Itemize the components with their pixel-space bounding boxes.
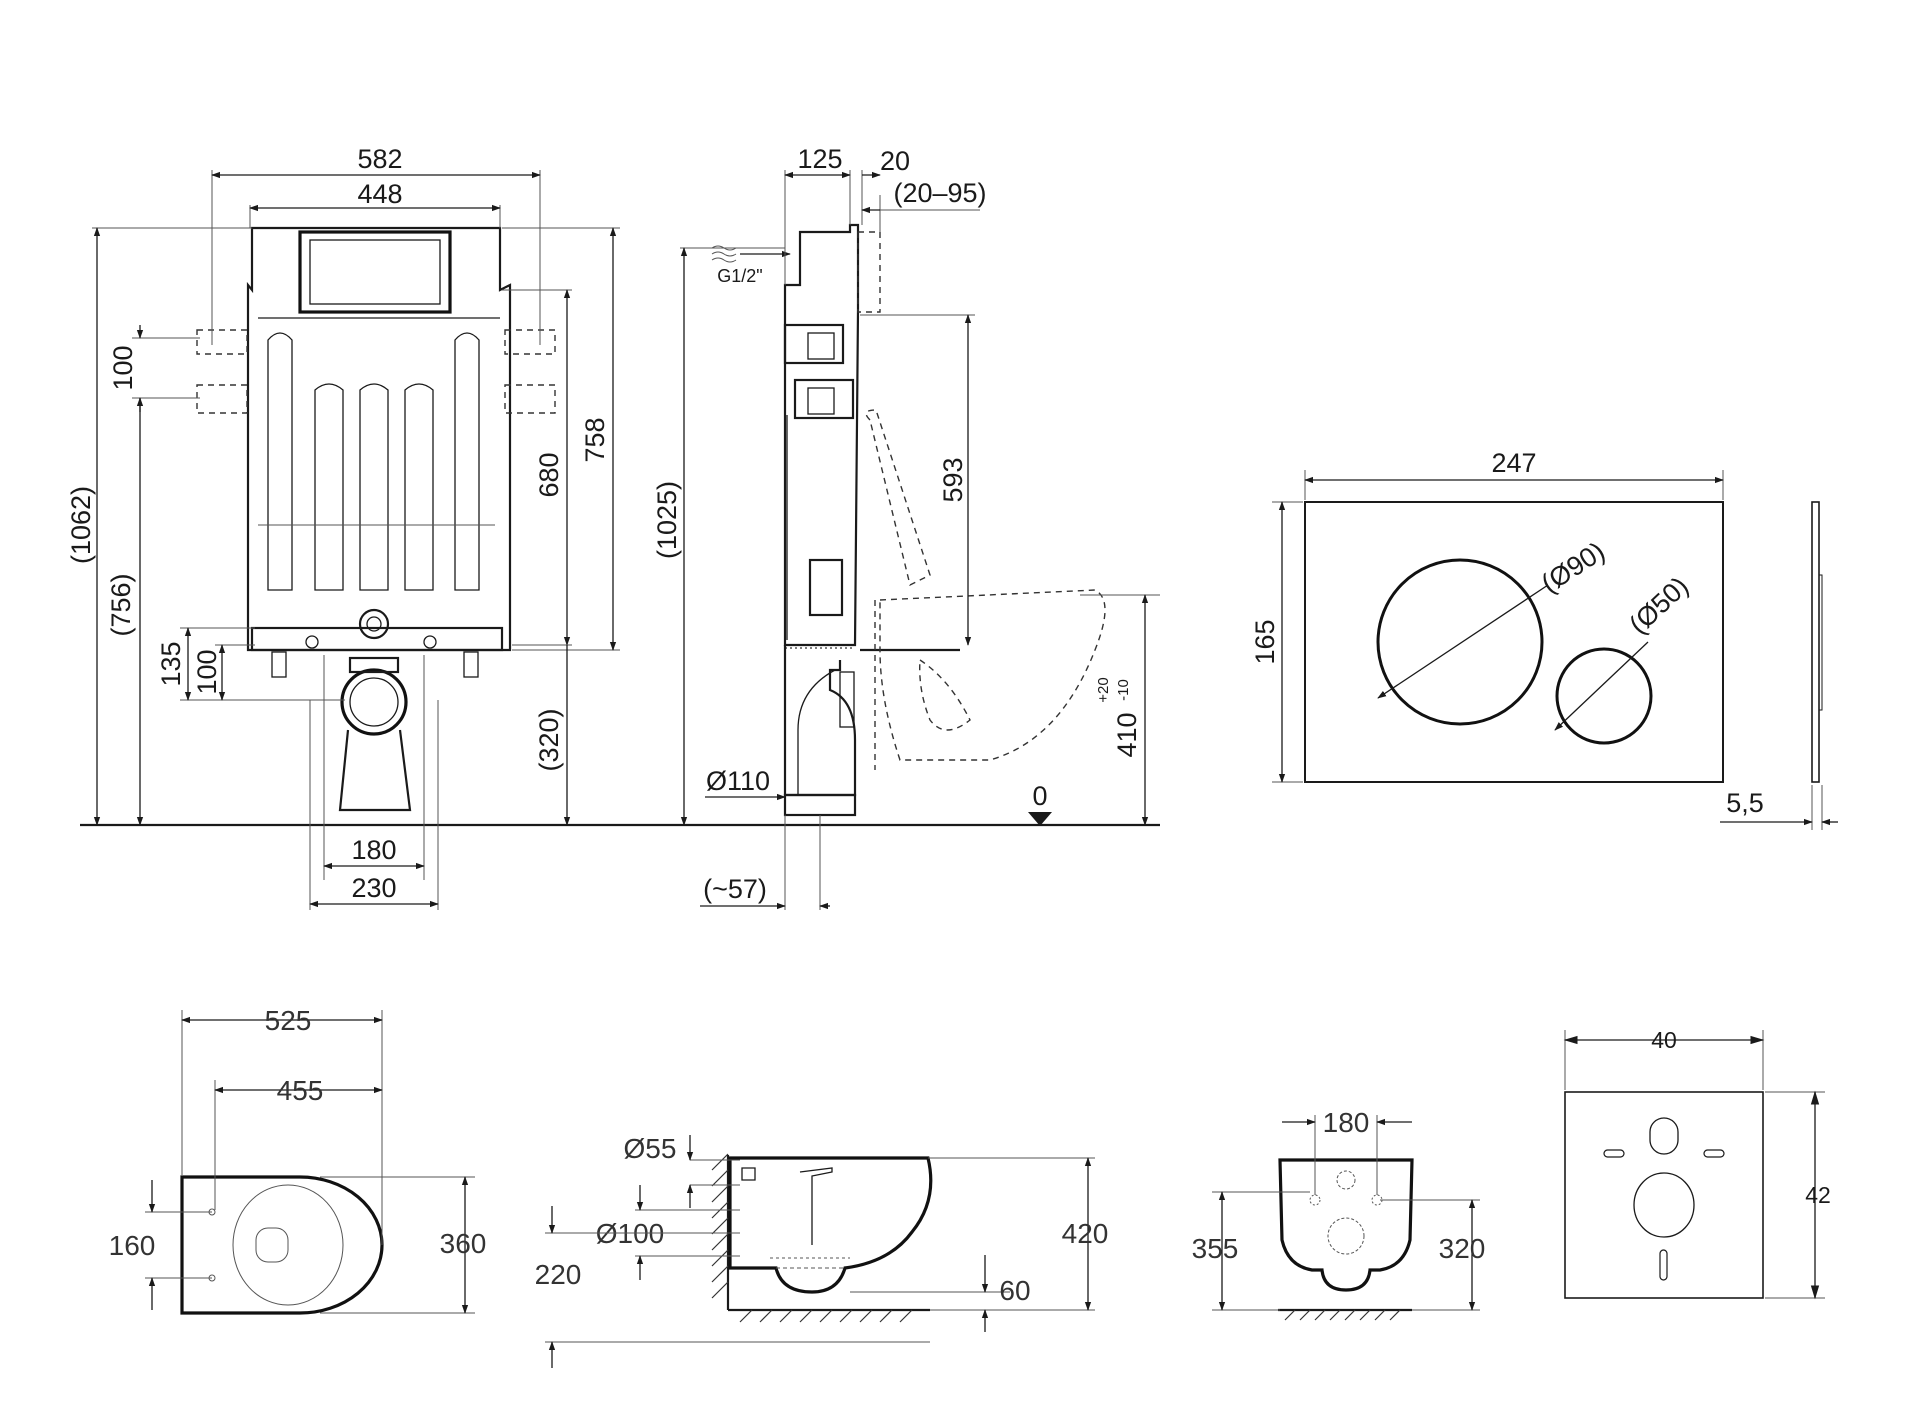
dim-height-593: 593 [938,457,968,502]
dim-bowl-tolerance-minus: -10 [1115,679,1132,701]
dim-pad-width-40: 40 [1651,1027,1677,1053]
dim-bowl-height-410: 410 [1112,712,1142,757]
dim-plate-height-165: 165 [1250,619,1280,664]
dim-total-height-1062: (1062) [66,486,96,564]
dim-depth-125: 125 [797,144,842,174]
flush-cistern-opening [298,230,452,314]
dim-bracket-height-756: (756) [106,573,136,636]
dim-plate-width-247: 247 [1491,448,1536,478]
dim-outlet-height-220: 220 [535,1259,582,1290]
dim-pad-height-42: 42 [1805,1182,1831,1208]
frame-front-view: 582 448 (1062) 100 (756) 680 758 (320) [66,144,1160,910]
dim-height-758: 758 [580,417,610,462]
small-flush-button [1555,647,1653,745]
frame-outline [246,226,512,652]
flush-plate-outline [1304,501,1724,783]
dim-adjust-20-95: (20–95) [893,178,986,208]
dim-bowl-length-525: 525 [265,1005,312,1036]
side-frame-column [783,223,860,647]
dim-frame-width-448: 448 [357,179,402,209]
drain-pipe-section [340,668,408,736]
dim-big-button-90: (Ø90) [1536,536,1610,599]
dim-height-1025: (1025) [652,481,682,559]
dim-height-680: 680 [534,452,564,497]
dim-height-100-lower: 100 [192,649,222,694]
dim-bowl-length-455: 455 [277,1075,324,1106]
big-flush-button [1376,558,1544,726]
flush-plate-edge [1811,501,1820,783]
dim-height-320: (320) [534,708,564,771]
dim-offset-57: (~57) [703,874,767,904]
dim-base-offset-60: 60 [999,1275,1030,1306]
bowl-back-view: 180 355 320 [1192,1107,1486,1321]
dim-bowl-width-360: 360 [440,1228,487,1259]
dim-bracket-spacing-100: 100 [108,345,138,390]
frame-side-view: G1/2" 125 20 (20–95) (1025) 593 Ø110 (~5… [652,144,1160,910]
flush-plate-view: (Ø90) (Ø50) 247 165 5,5 [1250,448,1838,830]
bowl-back-outline [1278,1158,1414,1292]
dim-drain-110: Ø110 [706,766,770,796]
dim-inlet-55: Ø55 [624,1133,677,1164]
dim-bolt-spacing-180: 180 [1323,1107,1370,1138]
dim-height-135: 135 [156,641,186,686]
floor-level-marker [1028,812,1052,826]
bowl-side-outline [728,1156,933,1294]
dim-bowl-tolerance-plus: +20 [1095,677,1112,702]
pad-outline [1564,1091,1764,1299]
wall-hatch [711,1153,729,1299]
dim-bowl-height-420: 420 [1062,1218,1109,1249]
water-inlet-label: G1/2" [717,266,762,286]
dim-plate-thickness-5-5: 5,5 [1726,788,1764,818]
drain-coupling [358,608,390,640]
dim-frame-width-582: 582 [357,144,402,174]
bowl-top-view: 525 455 160 360 [109,1005,487,1315]
dim-height-355: 355 [1192,1233,1239,1264]
floor-zero-label: 0 [1032,781,1047,811]
dim-depth-20: 20 [880,146,910,176]
dim-width-180: 180 [351,835,396,865]
dim-height-320-back: 320 [1439,1233,1486,1264]
bowl-side-view: Ø55 Ø100 220 420 60 [535,1133,1109,1368]
dim-hole-spacing-160: 160 [109,1230,156,1261]
dim-width-230: 230 [351,873,396,903]
dim-small-button-50: (Ø50) [1623,571,1694,640]
sound-insulation-pad: 40 42 [1563,1027,1831,1300]
bowl-top-outline [180,1175,384,1315]
